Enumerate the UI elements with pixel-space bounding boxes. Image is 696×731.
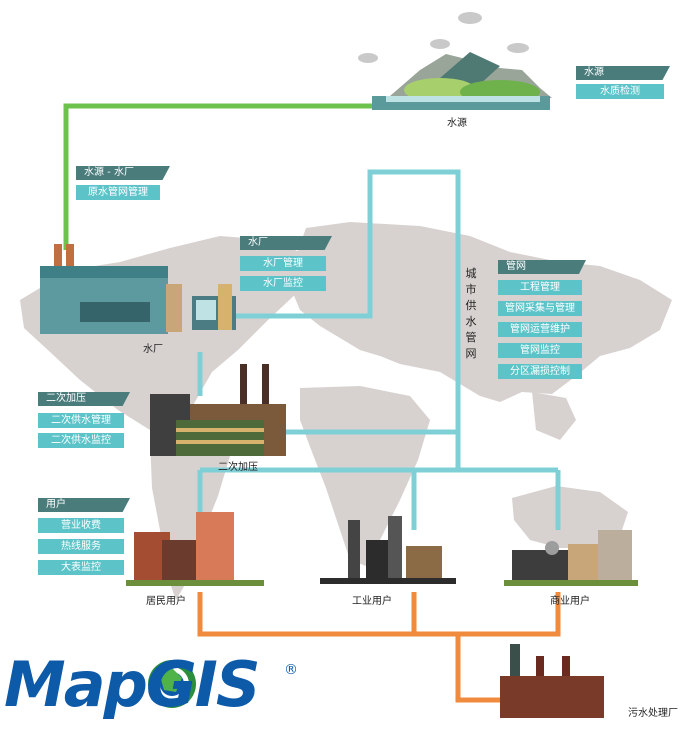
label-water-source: 水源: [447, 118, 467, 129]
residential-illustration: [126, 512, 264, 586]
mapgis-logo: MapGIS: [4, 648, 261, 721]
label-water-plant: 水厂: [143, 344, 163, 355]
panel-raw-water-title: 水源 - 水厂: [76, 166, 170, 180]
panel-booster-title: 二次加压: [38, 392, 130, 406]
industrial-illustration: [320, 516, 456, 584]
panel-raw-water-item[interactable]: 原水管网管理: [76, 185, 160, 200]
panel-network-item[interactable]: 分区漏损控制: [498, 364, 582, 379]
panel-source-item[interactable]: 水质检测: [576, 84, 664, 99]
raw-water-pipe: [63, 103, 398, 250]
panel-booster-item[interactable]: 二次供水管理: [38, 413, 124, 428]
label-residential: 居民用户: [146, 596, 186, 607]
label-sewage: 污水处理厂: [628, 708, 678, 719]
registered-mark: ®: [284, 662, 298, 678]
panel-network-item[interactable]: 管网采集与管理: [498, 301, 582, 316]
globe-icon: [148, 660, 196, 708]
water-plant-illustration: [40, 244, 236, 334]
commercial-illustration: [504, 530, 638, 586]
booster-station-illustration: [150, 364, 286, 456]
panel-network-item[interactable]: 工程管理: [498, 280, 582, 295]
panel-network-item[interactable]: 管网运营维护: [498, 322, 582, 337]
label-commercial: 商业用户: [550, 596, 590, 607]
panel-user-item[interactable]: 大表监控: [38, 560, 124, 575]
panel-plant-item[interactable]: 水厂管理: [240, 256, 326, 271]
panel-plant-title: 水厂: [240, 236, 332, 250]
label-industrial: 工业用户: [352, 596, 392, 607]
panel-user-item[interactable]: 热线服务: [38, 539, 124, 554]
panel-plant-item[interactable]: 水厂监控: [240, 276, 326, 291]
panel-user-title: 用户: [38, 498, 130, 512]
sewage-plant-illustration: [500, 644, 604, 718]
water-source-illustration: [358, 12, 552, 110]
panel-booster-item[interactable]: 二次供水监控: [38, 433, 124, 448]
panel-source-title: 水源: [576, 66, 670, 80]
sewage-pipe: [197, 592, 561, 703]
panel-network-title: 管网: [498, 260, 586, 274]
panel-user-item[interactable]: 营业收费: [38, 518, 124, 533]
panel-network-item[interactable]: 管网监控: [498, 343, 582, 358]
label-booster: 二次加压: [218, 462, 258, 473]
supply-pipe: [197, 169, 561, 530]
